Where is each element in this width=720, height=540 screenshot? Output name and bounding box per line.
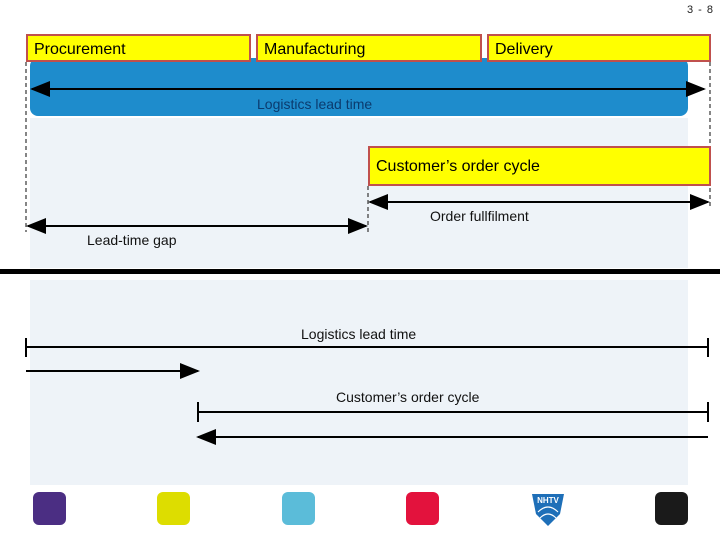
yellow-square bbox=[157, 492, 190, 525]
manufacturing-box: Manufacturing bbox=[256, 34, 482, 62]
nhtv-logo: NHTV bbox=[530, 488, 566, 528]
delivery-box: Delivery bbox=[487, 34, 711, 62]
nhtv-logo-icon bbox=[532, 494, 564, 526]
nhtv-logo-text: NHTV bbox=[537, 496, 559, 505]
purple-square bbox=[33, 492, 66, 525]
black-square bbox=[655, 492, 688, 525]
page-number: 3 - 8 bbox=[686, 4, 714, 16]
logistics-lead-time-label: Logistics lead time bbox=[257, 96, 373, 112]
bottom-logistics-label: Logistics lead time bbox=[301, 326, 417, 342]
cyan-square bbox=[282, 492, 315, 525]
procurement-box: Procurement bbox=[26, 34, 251, 62]
red-square bbox=[406, 492, 439, 525]
section-divider bbox=[0, 269, 720, 274]
order-fulfilment-label: Order fullfilment bbox=[430, 208, 529, 224]
bottom-order-cycle-label: Customer’s order cycle bbox=[336, 389, 480, 405]
lead-time-gap-label: Lead-time gap bbox=[87, 232, 177, 248]
background-slab-top bbox=[30, 118, 688, 268]
background-slab-bottom bbox=[30, 280, 688, 485]
customer-order-cycle-box: Customer’s order cycle bbox=[368, 146, 711, 186]
